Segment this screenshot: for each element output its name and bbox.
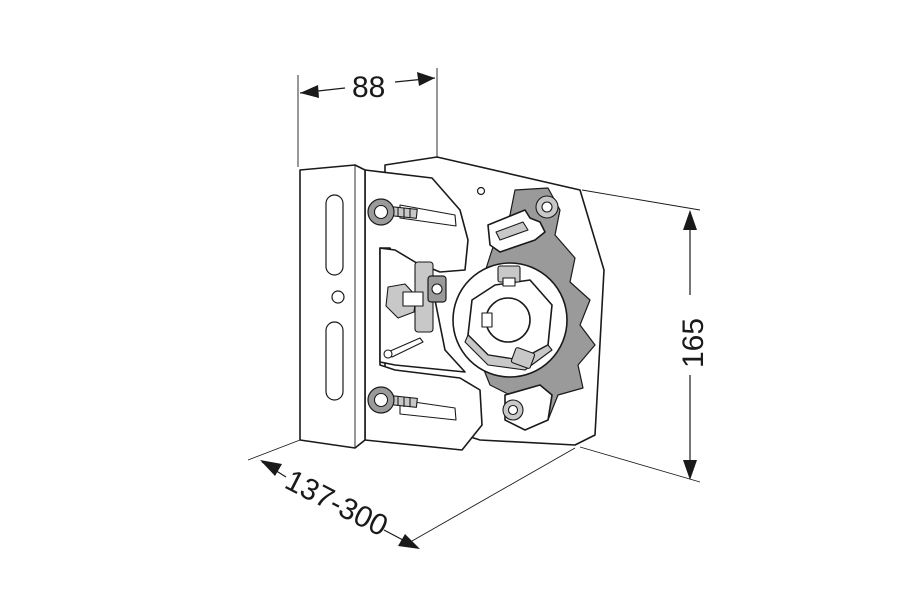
depth-arrow-left: [260, 460, 282, 476]
dimension-depth: 137-300: [247, 439, 576, 549]
pivot-mechanism: [383, 261, 447, 359]
hub-keyway: [481, 312, 493, 328]
depth-arrow-right: [398, 534, 420, 549]
dimension-width: 88: [297, 68, 438, 167]
height-label: 165: [677, 318, 710, 368]
width-arrow-right: [417, 72, 435, 86]
lower-nut: [367, 386, 395, 414]
width-label: 88: [352, 71, 385, 104]
hub-top-bolt: [497, 265, 521, 287]
dimension-height: 165: [579, 189, 710, 483]
height-arrow-top: [683, 210, 697, 230]
depth-label: 137-300: [280, 464, 393, 543]
upper-nut: [367, 198, 395, 226]
bracket-assembly: [299, 156, 605, 451]
gear-upper-nut: [535, 195, 559, 219]
gear-lower-nut: [502, 399, 524, 421]
side-center-hole: [331, 290, 345, 304]
plate-small-hole: [476, 186, 486, 196]
hub-bore: [485, 297, 531, 343]
width-arrow-left: [300, 85, 319, 98]
center-hex-bolt: [385, 283, 424, 319]
hub-bottom-bolt: [510, 347, 536, 369]
upper-lever-slot: [495, 221, 529, 241]
side-slot-upper: [325, 194, 344, 276]
height-arrow-bottom: [683, 460, 697, 480]
side-slot-lower: [325, 321, 344, 401]
